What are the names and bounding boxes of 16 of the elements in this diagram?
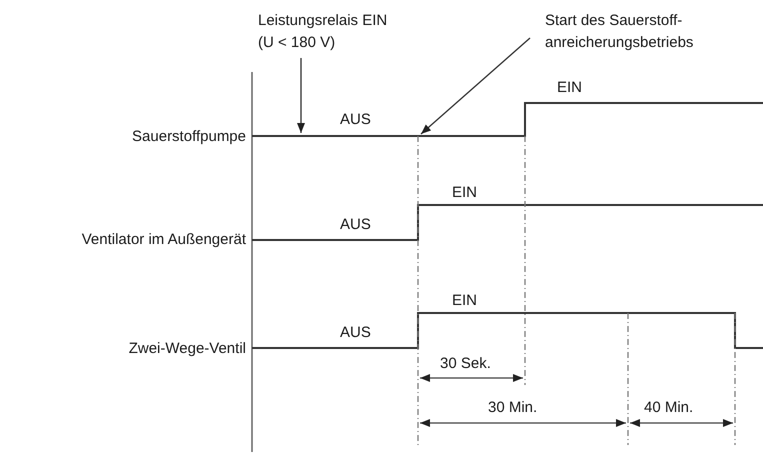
duration-label: 30 Min. [488, 399, 538, 417]
leader-arrow [297, 58, 305, 133]
annotation-text: Start des Sauerstoff-anreicherungsbetriebs [545, 10, 715, 54]
state-label: EIN [557, 79, 582, 97]
annotation-text: Leistungsrelais EIN (U < 180 V) [258, 10, 396, 54]
duration-label: 30 Sek. [440, 355, 491, 373]
state-label: EIN [452, 292, 478, 310]
state-label: AUS [340, 216, 371, 234]
state-label: EIN [452, 184, 478, 202]
signal-name: Zwei-Wege-Ventil [128, 340, 246, 358]
state-label: AUS [340, 111, 371, 129]
signal-name: Ventilator im Außengerät [82, 231, 246, 249]
state-label: AUS [340, 324, 371, 342]
signal-name: Sauerstoffpumpe [132, 128, 246, 146]
duration-label: 40 Min. [644, 399, 694, 417]
leader-arrow [420, 38, 530, 134]
